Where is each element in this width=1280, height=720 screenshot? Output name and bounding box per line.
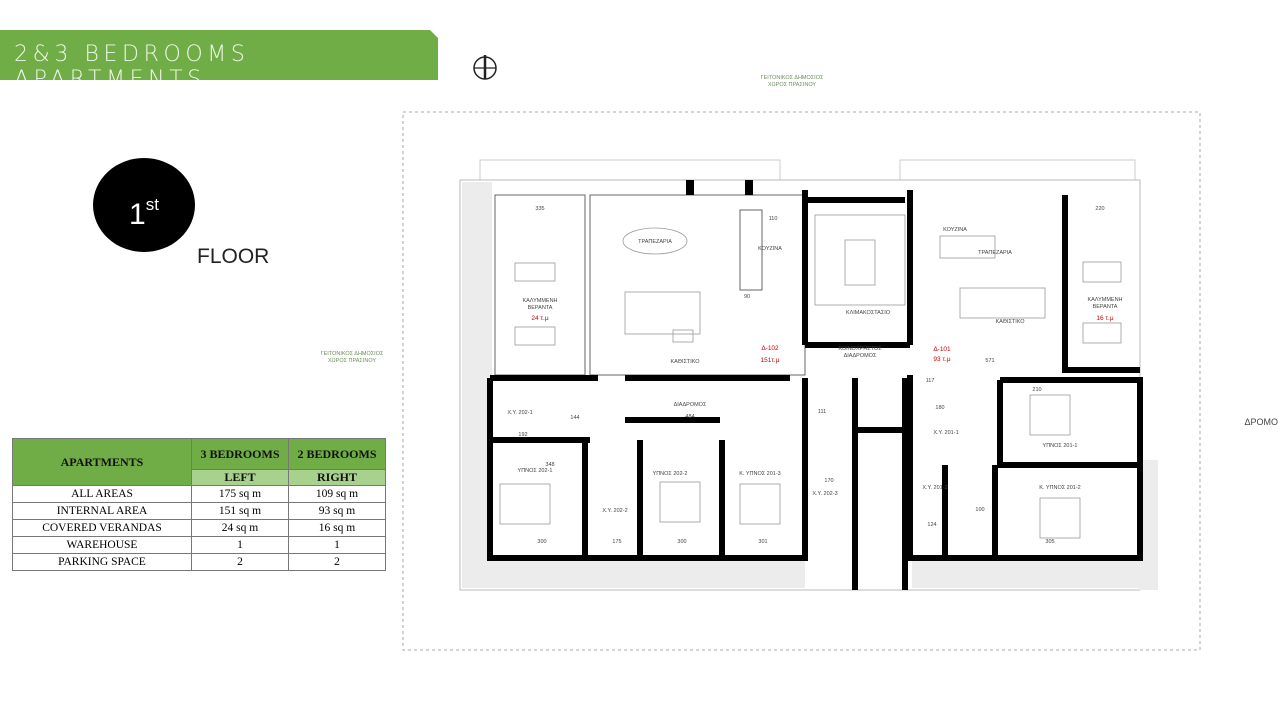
room-label: Χ.Υ. 201-1 [933,430,958,436]
surroundings-label: ΧΩΡΟΣ ΠΡΑΣΙΝΟΥ [768,82,817,88]
dimension-label: 180 [935,405,944,411]
left-apartment [494,194,806,376]
dimension-label: 111 [818,409,826,415]
room-label: ΤΡΑΠΕΖΑΡΙΑ [638,239,672,245]
header-3-bedrooms: 3 BEDROOMS [191,438,289,470]
dimension-label: 220 [1095,206,1104,212]
area-label: 93 τ.μ [933,356,950,363]
dimension-label: 192 [518,432,527,438]
north-arrow-icon [473,55,497,80]
furniture [499,214,1122,539]
floor-suffix: st [145,195,159,214]
dimension-label: 571 [985,358,994,364]
dimension-label: 170 [824,478,833,484]
page-title: 2&3 BEDROOMS APARTMENTS [14,42,250,92]
dimension-label: 301 [758,539,767,545]
plan-labels: ΓΕΙΤΟΝΙΚΟΣ ΔΗΜΟΣΙΟΣ ΧΩΡΟΣ ΠΡΑΣΙΝΟΥ ΓΕΙΤΟ… [321,75,1278,545]
area-label: 151τ.μ [761,357,780,364]
wall-pillar [745,180,753,195]
title-banner: 2&3 BEDROOMS APARTMENTS [0,30,438,80]
room-label: ΚΛΙΜΑΚΟΣΤΑΣΙΟ [846,310,891,316]
surroundings-label: ΓΕΙΤΟΝΙΚΟΣ ΔΗΜΟΣΙΟΣ [761,75,824,81]
row-left: 175 sq m [191,485,289,503]
row-right: 2 [288,553,386,571]
canopy [899,159,1136,181]
room-label: ΔΙΑΔΡΟΜΟΣ [844,353,877,359]
room-label: ΔΙΑΔΡΟΜΟΣ [674,402,707,408]
room-label: ΥΠΝΟΣ 201-1 [1043,443,1078,449]
dimension-label: 210 [1032,387,1041,393]
room-label: ΚΑΛΥΜΜΕΝΗ [522,298,557,304]
room-label: Χ.Υ. 202-3 [812,491,837,497]
road-label: ΔΡΟΜΟ [1244,417,1278,427]
row-right: 93 sq m [288,502,386,520]
dimension-label: 305 [1045,539,1054,545]
room-label: Χ.Υ. 202-2 [602,508,627,514]
terrace [912,558,1138,588]
header-2-bedrooms: 2 BEDROOMS [288,438,386,470]
terrace [462,558,805,588]
unit-label: Δ-101 [933,346,951,353]
room-label: ΒΕΡΑΝΤΑ [528,305,553,311]
dimension-label: 300 [537,539,546,545]
canopy [479,159,781,181]
room-label: ΚΑΛΥΜΜΕΝΗ [1087,297,1122,303]
room-label: ΚΟΥΖΙΝΑ [758,246,782,252]
room-label: Χ.Υ. 201-2 [922,485,947,491]
room-label: Κ. ΥΠΝΟΣ 201-2 [1039,485,1081,491]
unit-label: Δ-102 [761,345,779,352]
dimension-label: 124 [927,522,936,528]
dimension-label: 100 [975,507,984,513]
room-label: ΚΟΥΖΙΝΑ [943,227,967,233]
surroundings-label: ΧΩΡΟΣ ΠΡΑΣΙΝΟΥ [328,358,377,364]
area-label: 16 τ.μ [1096,315,1113,322]
wall-pillar [686,180,694,195]
dimension-label: 90 [744,294,750,300]
dimension-label: 300 [677,539,686,545]
row-label: PARKING SPACE [12,553,192,571]
row-left: 2 [191,553,289,571]
building-outline [459,179,1141,591]
room-label: ΒΕΡΑΝΤΑ [1093,304,1118,310]
header-right: RIGHT [288,469,386,486]
area-label: 24 τ.μ [531,315,548,322]
apartments-table: APARTMENTS 3 BEDROOMS 2 BEDROOMS LEFT RI… [12,438,386,571]
room-label: ΚΑΘΙΣΤΙΚΟ [995,319,1025,325]
room-label: ΥΠΝΟΣ 202-2 [653,471,688,477]
room-label: ΚΑΘΙΣΤΙΚΟ [670,359,700,365]
dimension-label: 110 [769,216,778,222]
walls [487,190,1143,590]
room-label: ΤΡΑΠΕΖΑΡΙΑ [978,250,1012,256]
dimension-label: 348 [545,462,554,468]
surroundings-label: ΓΕΙΤΟΝΙΚΟΣ ΔΗΜΟΣΙΟΣ [321,351,384,357]
floor-label: FLOOR [197,245,270,268]
floor-badge: 1st [93,158,195,252]
room-label: ΥΠΝΟΣ 202-1 [518,468,553,474]
room-label: ΚΟΙΝΟΧΡΗΣΤΟΣ [838,346,882,352]
dimension-label: 175 [612,539,621,545]
dimension-label: 144 [570,415,579,421]
dimension-label: 335 [535,206,544,212]
dimension-label: 484 [685,414,694,420]
site-boundary [402,111,1201,651]
room-label: Κ. ΥΠΝΟΣ 201-3 [739,471,781,477]
header-apartments: APARTMENTS [12,438,192,486]
floor-number: 1 [129,198,146,231]
dimension-label: 117 [926,378,935,384]
room-label: Χ.Υ. 202-1 [507,410,532,416]
